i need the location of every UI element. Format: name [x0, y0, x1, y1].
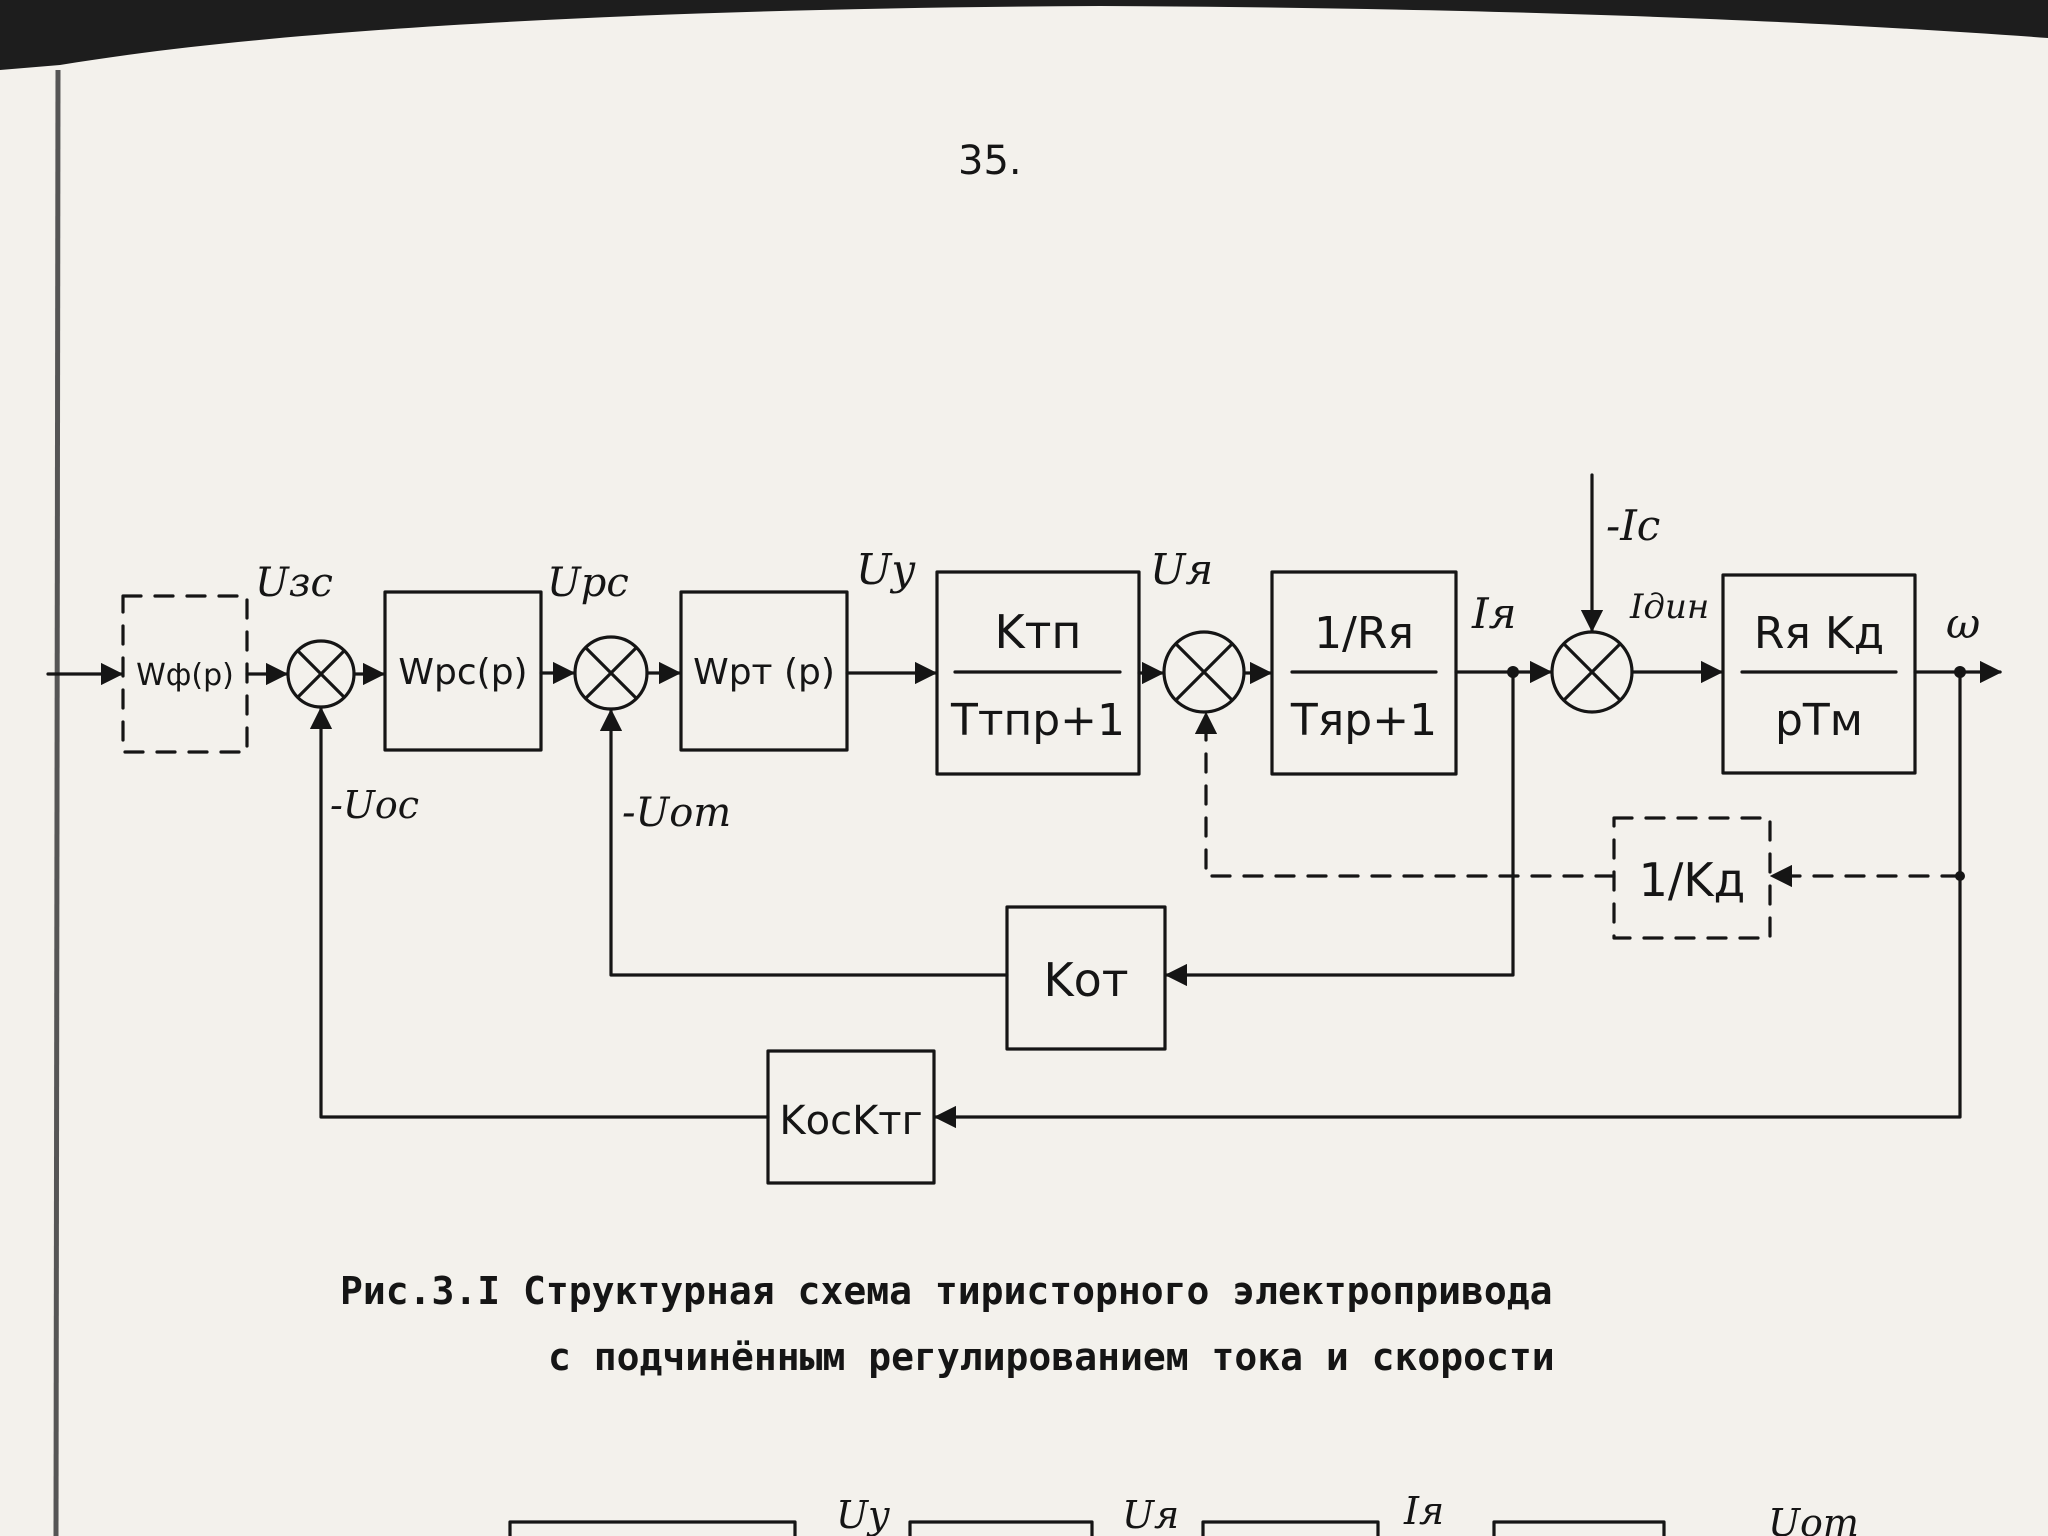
speed-setter-filter-label: Wф(p)	[136, 658, 234, 693]
signal-label-uot: -Uот	[622, 790, 731, 836]
figure-caption-line-1: Рис.3.I Структурная схема тиристорного э…	[340, 1269, 1553, 1313]
signal-label-uy: Uу	[856, 545, 916, 594]
mechanical-part-block: Rя Kд pTм	[1721, 573, 1917, 775]
signal-label-idin: Iдин	[1629, 587, 1709, 627]
speed-feedback-path	[309, 670, 1962, 1129]
current-regulator-label: Wрт (p)	[693, 652, 835, 693]
mechanical-part-numerator: Rя Kд	[1754, 608, 1884, 659]
partial-next-diagram: Uу Uя Iя Uот	[508, 1489, 1859, 1536]
speed-regulator-label: Wрс(p)	[398, 652, 527, 693]
mechanical-part-denominator: pTм	[1775, 695, 1863, 746]
page-number: 35.	[958, 138, 1022, 184]
speed-summing-junction	[286, 639, 356, 709]
current-regulator-block: Wрт (p)	[679, 590, 849, 752]
current-summing-junction	[573, 635, 649, 711]
armature-circuit-numerator: 1/Rя	[1314, 608, 1414, 659]
emf-feedback-path	[1194, 711, 1962, 888]
thyristor-converter-block: Kтп Tтпр+1	[935, 570, 1141, 776]
signal-label-uos: -Uос	[330, 783, 419, 827]
signal-label-upc: Upc	[547, 560, 629, 606]
armature-circuit-denominator: Tяр+1	[1290, 695, 1437, 746]
speed-feedback-label: KосKтг	[779, 1098, 922, 1144]
signal-label-uzc: Uзс	[255, 560, 333, 606]
dark-top-edge	[0, 0, 2048, 70]
signal-label-uya: Uя	[1150, 545, 1213, 594]
speed-setter-filter-block: Wф(p)	[121, 594, 249, 754]
signal-label-ic: -Iс	[1606, 501, 1660, 550]
emf-feedback-label: 1/Kд	[1639, 853, 1746, 907]
figure-caption-line-2: с подчинённым регулированием тока и скор…	[548, 1335, 1555, 1379]
current-feedback-label: Kот	[1043, 953, 1128, 1007]
armature-circuit-block: 1/Rя Tяр+1	[1270, 570, 1458, 776]
thyristor-converter-denominator: Tтпр+1	[950, 695, 1125, 746]
current-feedback-block: Kот	[1005, 905, 1167, 1051]
page-binding-edge	[53, 69, 62, 1536]
torque-summing-junction	[1550, 630, 1634, 714]
partial-label-uya: Uя	[1122, 1493, 1179, 1536]
current-feedback-path	[599, 670, 1515, 987]
thyristor-converter-numerator: Kтп	[994, 605, 1081, 659]
speed-feedback-block: KосKтг	[766, 1049, 936, 1185]
emf-feedback-block: 1/Kд	[1612, 816, 1772, 940]
emf-summing-junction	[1162, 630, 1246, 714]
partial-label-iya: Iя	[1403, 1489, 1444, 1533]
speed-regulator-block: Wрс(p)	[383, 590, 543, 752]
partial-label-uot: Uот	[1768, 1501, 1859, 1536]
signal-label-omega: ω	[1946, 599, 1980, 648]
signal-label-iya: Iя	[1471, 589, 1516, 638]
partial-label-uy: Uу	[836, 1493, 890, 1536]
